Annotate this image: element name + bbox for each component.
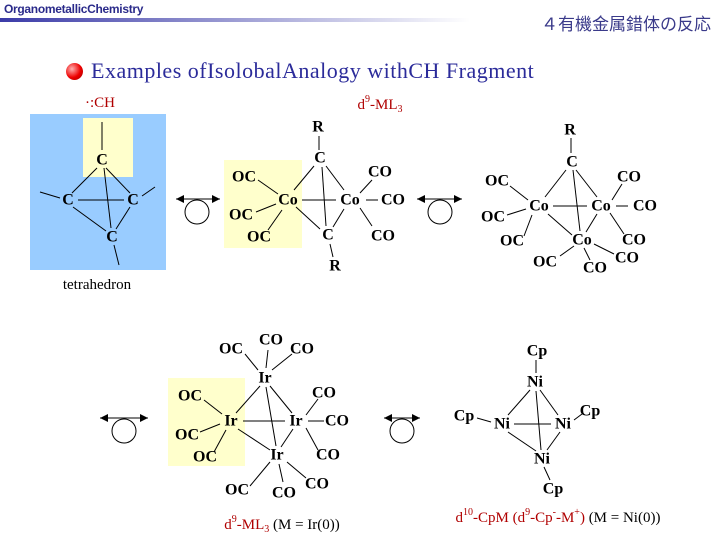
ligand-cp: Cp [454,408,475,425]
atom-co: Co [278,192,298,209]
ligand-co: CO [259,332,283,349]
atom-c: C [62,192,74,209]
ligand-oc: OC [219,341,243,358]
ir4-bonds [199,349,324,487]
header-bar [0,18,470,22]
ligand-co: CO [368,164,392,181]
slide-title: Examples ofIsolobalAnalogy withCH Fragme… [66,58,534,84]
ligand-oc: OC [500,233,524,250]
ligand-oc: OC [178,388,202,405]
isolobal-arrow [417,195,462,225]
yellow-box [168,378,245,466]
ligand-co: CO [583,260,607,277]
bullet-icon [66,62,83,80]
ligand-co: CO [272,485,296,502]
atom-ni: Ni [494,416,511,433]
atom-co: Co [529,198,549,215]
ligand-oc: OC [485,173,509,190]
atom-c: C [96,152,108,169]
atom-co: Co [572,232,592,249]
ch-label: ·:CH [85,95,115,111]
ligand-oc: OC [232,169,256,186]
atom-c: C [127,192,139,209]
atom-co: Co [591,198,611,215]
isolobal-arrow [100,414,148,444]
tetrahedron-bonds [39,122,156,266]
ligand-cp: Cp [543,481,564,498]
ligand-co: CO [312,385,336,402]
atom-c: C [566,154,578,171]
atom-ir: Ir [258,370,271,387]
ligand-oc: OC [247,229,271,246]
d9-ml3-label: d9-ML3 [358,94,403,115]
bottom-left-label: d9-ML3 (M = Ir(0)) [224,514,340,535]
atom-r: R [564,122,576,139]
ligand-co: CO [381,192,405,209]
atom-c: C [106,229,118,246]
ligand-oc: OC [229,207,253,224]
ligand-co: CO [617,169,641,186]
co2-bonds [255,136,378,258]
co3-bonds [506,138,628,261]
atom-r: R [312,119,324,136]
bottom-right-label: d10-CpM (d9-Cp--M+) (M = Ni(0)) [456,507,661,527]
ligand-oc: OC [193,449,217,466]
ligand-oc: OC [225,482,249,499]
yellow-box [224,160,302,248]
ligand-co: CO [316,447,340,464]
ligand-oc: OC [175,427,199,444]
isolobal-arrow [384,414,420,444]
ligand-co: CO [615,250,639,267]
ligand-co: CO [622,232,646,249]
ligand-cp: Cp [580,403,601,420]
slide-title-text: Examples ofIsolobalAnalogy withCH Fragme… [91,58,535,83]
atom-ir: Ir [289,413,302,430]
ligand-co: CO [371,228,395,245]
tetrahedron-label: tetrahedron [63,277,132,293]
ligand-co: CO [325,413,349,430]
ligand-co: CO [305,476,329,493]
ligand-co: CO [290,341,314,358]
ligand-oc: OC [481,209,505,226]
atom-co: Co [340,192,360,209]
yellow-box [83,118,133,177]
ligand-oc: OC [533,254,557,271]
chapter-title: ４有機金属錯体の反応 [541,15,711,35]
atom-ni: Ni [527,374,544,391]
atom-ni: Ni [555,416,572,433]
atom-c: C [322,227,334,244]
ligand-cp: Cp [527,343,548,360]
isolobal-arrow [176,195,220,225]
atom-r: R [329,258,341,275]
atom-c: C [314,150,326,167]
atom-ni: Ni [534,451,551,468]
course-title: OrganometallicChemistry [4,2,144,16]
atom-ir: Ir [224,413,237,430]
atom-ir: Ir [270,447,283,464]
ni4-bonds [476,360,583,481]
ligand-co: CO [633,198,657,215]
